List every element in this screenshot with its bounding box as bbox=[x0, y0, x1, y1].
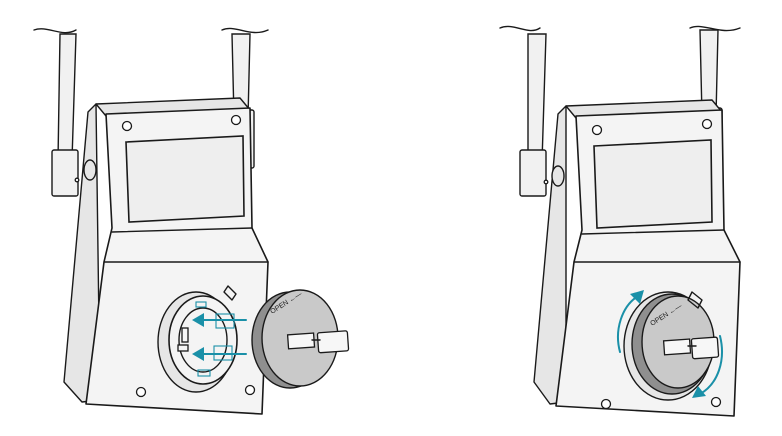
left-antenna-cable bbox=[33, 28, 77, 34]
right-antenna-cable bbox=[221, 27, 269, 34]
power-adapter: OPEN ←— bbox=[251, 289, 350, 389]
left-antenna bbox=[519, 33, 549, 197]
arrow-left-icon bbox=[192, 313, 247, 361]
left-antenna bbox=[51, 33, 80, 197]
rotate-clockwise-icon bbox=[617, 290, 723, 398]
left-antenna-cable bbox=[499, 25, 541, 32]
right-antenna-cable bbox=[689, 25, 741, 32]
power-socket: OPEN ←— bbox=[623, 291, 720, 401]
display-window bbox=[593, 139, 713, 229]
display-window bbox=[125, 135, 245, 223]
step-rotate-adapter: OPEN ←— bbox=[499, 25, 741, 417]
step-insert-adapter: OPEN ←— bbox=[33, 27, 350, 415]
screw-hole bbox=[121, 120, 133, 132]
